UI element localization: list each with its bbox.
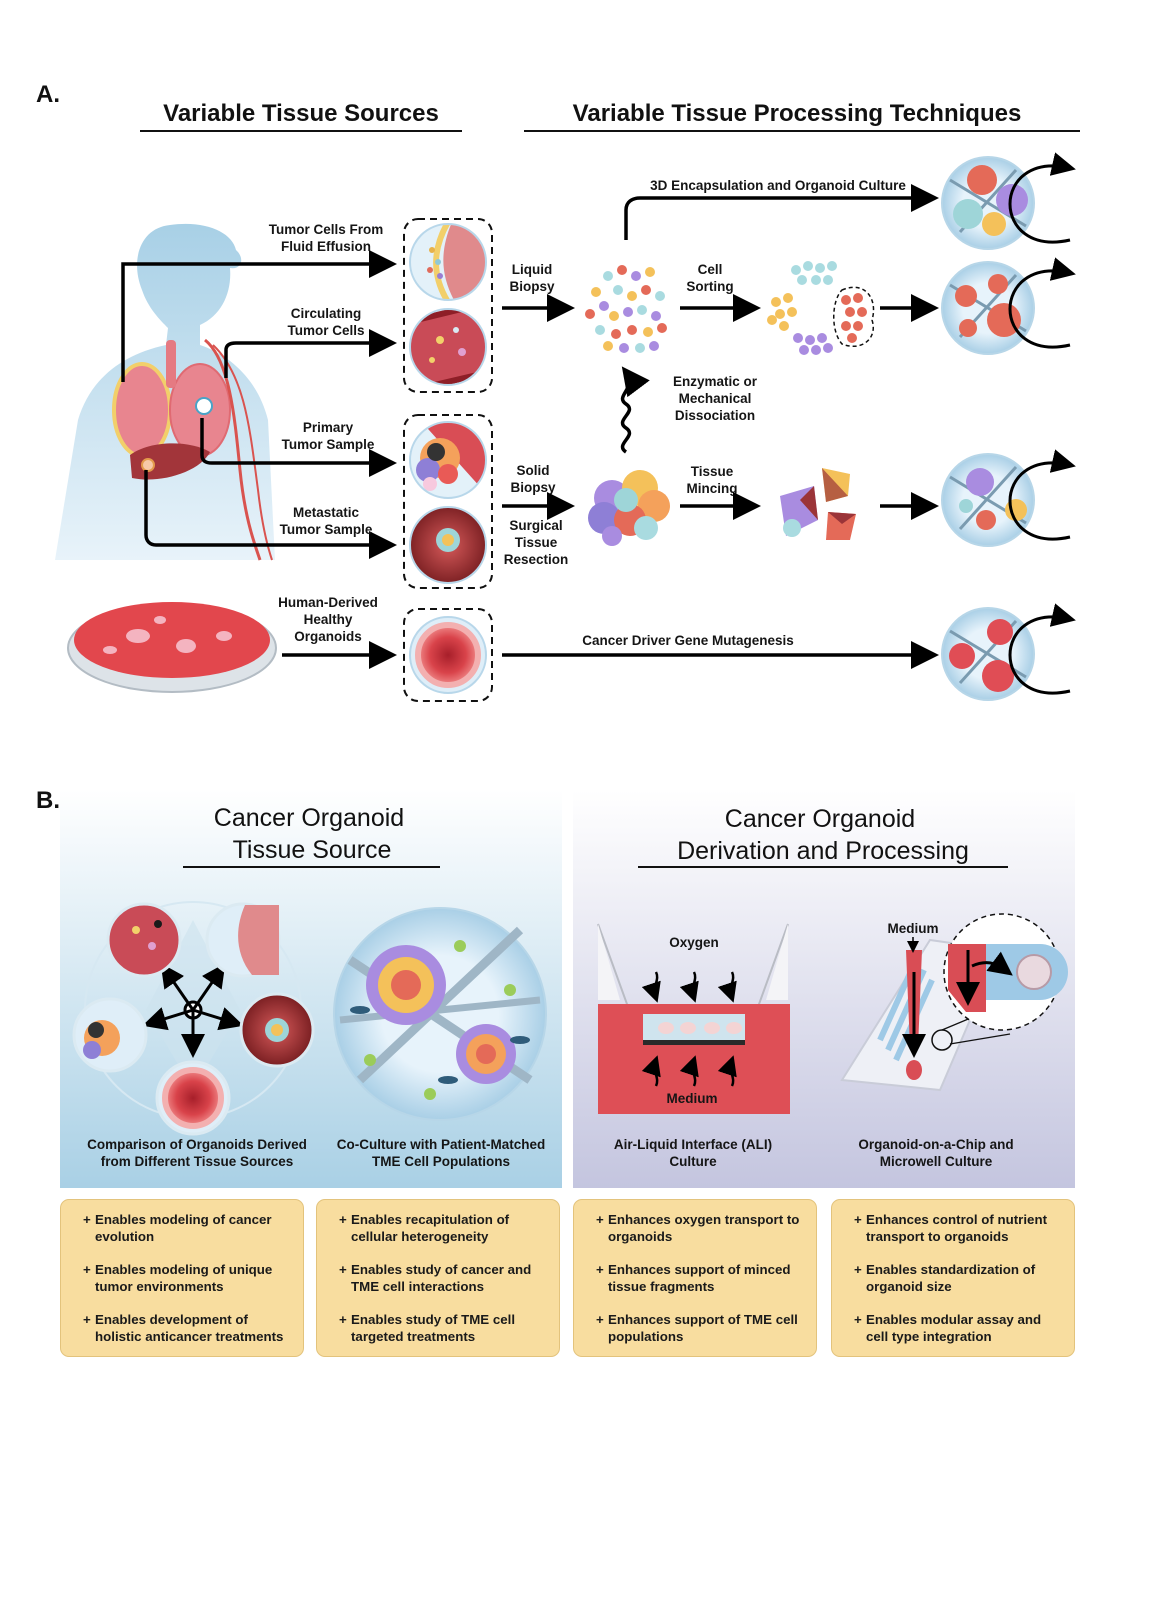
benefit-item: Enhances support of minced tissue fragme…	[596, 1261, 806, 1295]
healthy-organoid-sample	[409, 616, 487, 694]
liquid-source-group	[403, 218, 493, 393]
arrow-metastatic	[144, 470, 397, 559]
benefit-item: Enables development of holistic anticanc…	[83, 1311, 293, 1345]
label-mutagenesis: Cancer Driver Gene Mutagenesis	[582, 633, 794, 648]
organoid-culture-minced	[941, 449, 1076, 547]
dissociated-cells	[585, 265, 667, 353]
label-encapsulation: 3D Encapsulation and Organoid Culture	[650, 178, 906, 193]
benefit-card-coculture: Enables recapitulation of cellular heter…	[316, 1199, 560, 1357]
panel-b-letter: B.	[36, 787, 60, 814]
arrow-fluid	[121, 250, 397, 382]
benefit-item: Enables modular assay and cell type inte…	[854, 1311, 1064, 1345]
tumor-spot	[141, 458, 155, 472]
comparison-diagram	[72, 901, 315, 1136]
label-medium-chip: Medium	[887, 921, 938, 936]
benefit-item: Enables modeling of unique tumor environ…	[83, 1261, 293, 1295]
label-oxygen: Oxygen	[669, 935, 719, 950]
benefit-item: Enables recapitulation of cellular heter…	[339, 1211, 549, 1245]
solid-tumor-mass	[588, 470, 670, 546]
solid-source-group	[403, 414, 493, 589]
organoid-culture-mutagenesis	[941, 603, 1076, 701]
heading-tissue-sources: Variable Tissue Sources	[163, 100, 439, 127]
minced-tissue	[780, 468, 856, 540]
benefit-item: Enhances oxygen transport to organoids	[596, 1211, 806, 1245]
panel-a-letter: A.	[36, 81, 60, 108]
label-medium-ali: Medium	[666, 1091, 717, 1106]
trachea	[166, 340, 176, 388]
benefit-card-ali: Enhances oxygen transport to organoids E…	[573, 1199, 817, 1357]
heading-processing-techniques: Variable Tissue Processing Techniques	[573, 100, 1022, 127]
sorted-cells	[767, 261, 875, 355]
benefit-item: Enhances control of nutrient transport t…	[854, 1211, 1064, 1245]
benefit-item: Enables standardization of organoid size	[854, 1261, 1064, 1295]
benefit-item: Enhances support of TME cell populations	[596, 1311, 806, 1345]
organoid-culture-encapsulated	[941, 152, 1076, 250]
metastatic-tumor-sample	[410, 507, 486, 583]
organoid-chip-diagram	[840, 913, 1068, 1092]
arrow-encapsulation	[624, 184, 939, 240]
benefit-item: Enables modeling of cancer evolution	[83, 1211, 293, 1245]
right-heading-line-1: Cancer Organoid	[725, 805, 915, 833]
caption-ali: Air-Liquid Interface (ALI)Culture	[614, 1137, 772, 1169]
blood-vessel	[212, 344, 273, 561]
blood-vessel	[204, 338, 262, 561]
arrow-dissociation	[620, 366, 650, 454]
circulating-tumor-cells-sample	[410, 309, 486, 385]
primary-tumor-sample	[410, 422, 486, 498]
benefit-card-chip: Enhances control of nutrient transport t…	[831, 1199, 1075, 1357]
ali-culture-diagram	[597, 923, 790, 1114]
left-heading-line-1: Cancer Organoid	[214, 804, 404, 832]
benefit-card-comparison: Enables modeling of cancer evolution Ena…	[60, 1199, 304, 1357]
left-heading-line-2: Tissue Source	[233, 836, 392, 864]
tumor-spot	[195, 397, 213, 415]
arrow-ctc	[224, 329, 397, 378]
arrow-primary	[200, 418, 397, 477]
healthy-source-group	[403, 608, 493, 702]
right-heading-line-2: Derivation and Processing	[677, 837, 969, 865]
benefit-item: Enables study of cancer and TME cell int…	[339, 1261, 549, 1295]
organoid-culture-sorted	[941, 257, 1076, 355]
coculture-diagram	[333, 907, 547, 1121]
benefit-item: Enables study of TME cell targeted treat…	[339, 1311, 549, 1345]
petri-dish	[67, 602, 277, 693]
human-silhouette	[55, 223, 275, 561]
fluid-effusion-sample	[410, 224, 486, 300]
